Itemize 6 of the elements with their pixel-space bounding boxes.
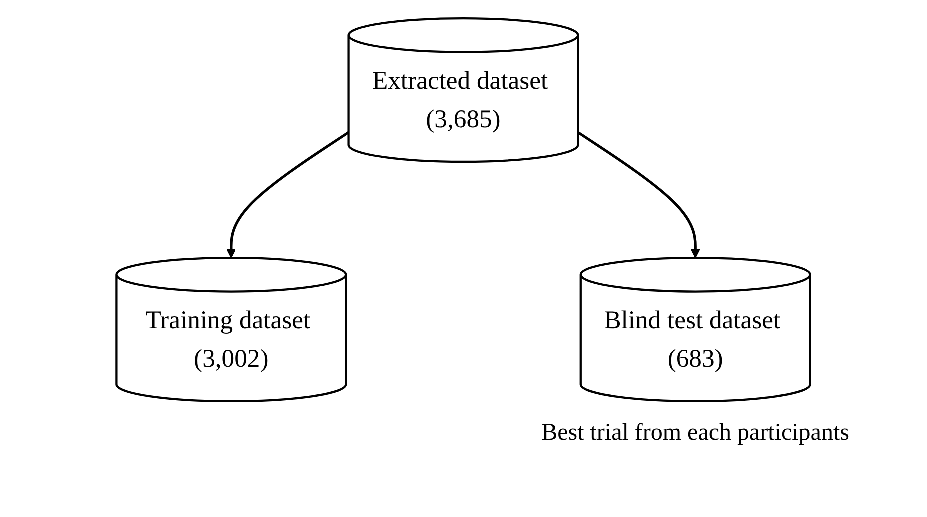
database-cylinder: Blind test dataset (683) [580, 256, 812, 402]
arrow [577, 131, 700, 258]
arrow [226, 131, 350, 258]
database-cylinder: Extracted dataset (3,685) [348, 18, 580, 164]
node-caption: Best trial from each participants [542, 420, 850, 447]
database-cylinder: Training dataset (3,002) [116, 256, 348, 402]
